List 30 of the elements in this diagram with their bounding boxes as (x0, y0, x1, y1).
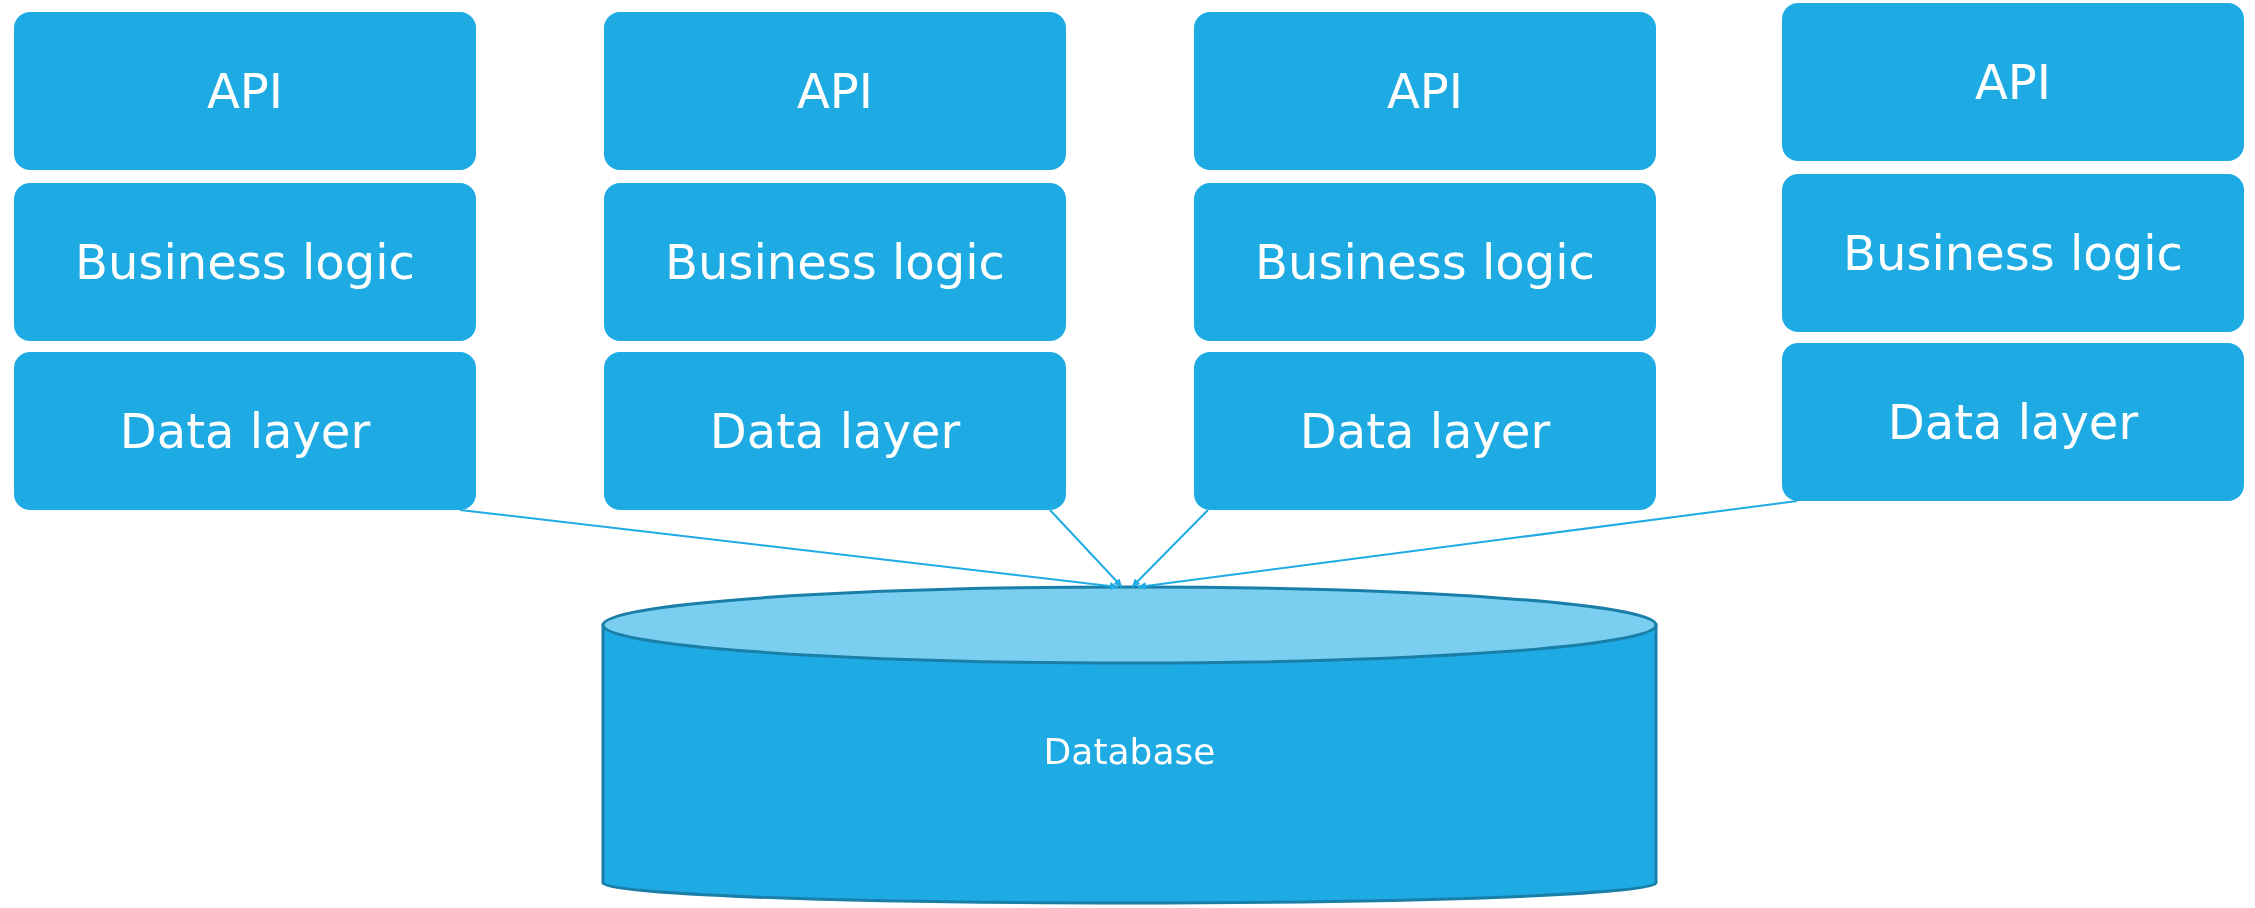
layer-box (1782, 3, 2244, 161)
arrow (459, 509, 1119, 591)
node-label: Business logic (665, 234, 1005, 290)
node-label: Data layer (1299, 403, 1551, 459)
layer-box (14, 183, 476, 341)
layer-box (1194, 183, 1656, 341)
layer-box (1194, 12, 1656, 170)
node-label: API (797, 63, 873, 119)
layer-box (1782, 174, 2244, 332)
layer-box (604, 352, 1066, 510)
layer-box (604, 12, 1066, 170)
node-label: Business logic (1255, 234, 1595, 290)
node-label: API (1387, 63, 1463, 119)
layer-box (14, 12, 476, 170)
node-label: API (207, 63, 283, 119)
node-label: API (1975, 54, 2051, 110)
arrow (1131, 509, 1209, 588)
node-label: Database (1042, 730, 1217, 772)
arrow (1049, 509, 1123, 588)
layer-box (604, 183, 1066, 341)
node-label: Data layer (1887, 394, 2139, 450)
arrow (1137, 500, 1798, 590)
layer-box (1782, 343, 2244, 501)
database-cylinder (601, 585, 1658, 905)
node-label: Data layer (119, 403, 371, 459)
node-label: Data layer (709, 403, 961, 459)
node-label: Business logic (75, 234, 415, 290)
layer-box (14, 352, 476, 510)
node-label: Business logic (1843, 225, 2183, 281)
layer-box (1194, 352, 1656, 510)
